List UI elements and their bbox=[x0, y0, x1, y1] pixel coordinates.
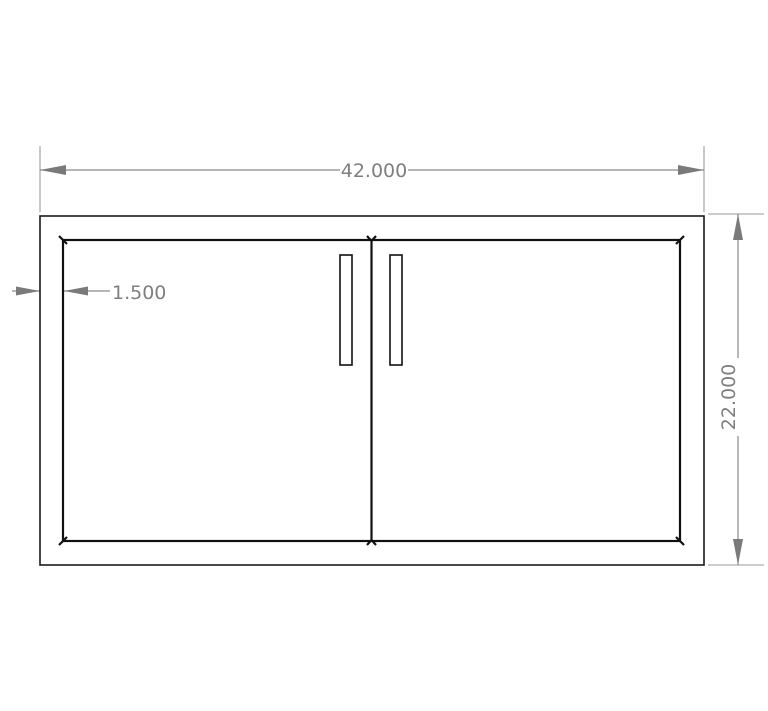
height-dimension-label: 22.000 bbox=[718, 364, 740, 430]
height-dimension: 22.000 bbox=[708, 213, 764, 566]
corner-mark-top-right bbox=[675, 235, 685, 245]
outer-frame bbox=[39, 215, 705, 566]
width-dimension-label: 42.000 bbox=[341, 160, 407, 182]
left-door-handle bbox=[339, 254, 353, 366]
width-arrow-right bbox=[678, 165, 704, 175]
corner-marks bbox=[58, 235, 685, 546]
border-dimension-label: 1.500 bbox=[112, 282, 166, 304]
right-door-handle bbox=[389, 254, 403, 366]
access-door-part bbox=[39, 215, 705, 566]
corner-mark-bottom-center bbox=[366, 538, 377, 546]
corner-mark-top-left bbox=[58, 235, 68, 245]
height-arrow-top bbox=[733, 214, 743, 240]
corner-mark-bottom-left bbox=[58, 536, 68, 546]
corner-mark-bottom-right bbox=[675, 536, 685, 546]
height-arrow-bottom bbox=[733, 539, 743, 565]
border-arrow-right bbox=[64, 286, 88, 296]
corner-mark-top-center bbox=[366, 235, 377, 243]
border-arrow-left bbox=[16, 286, 40, 296]
width-dimension: 42.000 bbox=[39, 146, 705, 212]
frame-border-dimension: 1.500 bbox=[12, 282, 166, 304]
width-arrow-left bbox=[40, 165, 66, 175]
